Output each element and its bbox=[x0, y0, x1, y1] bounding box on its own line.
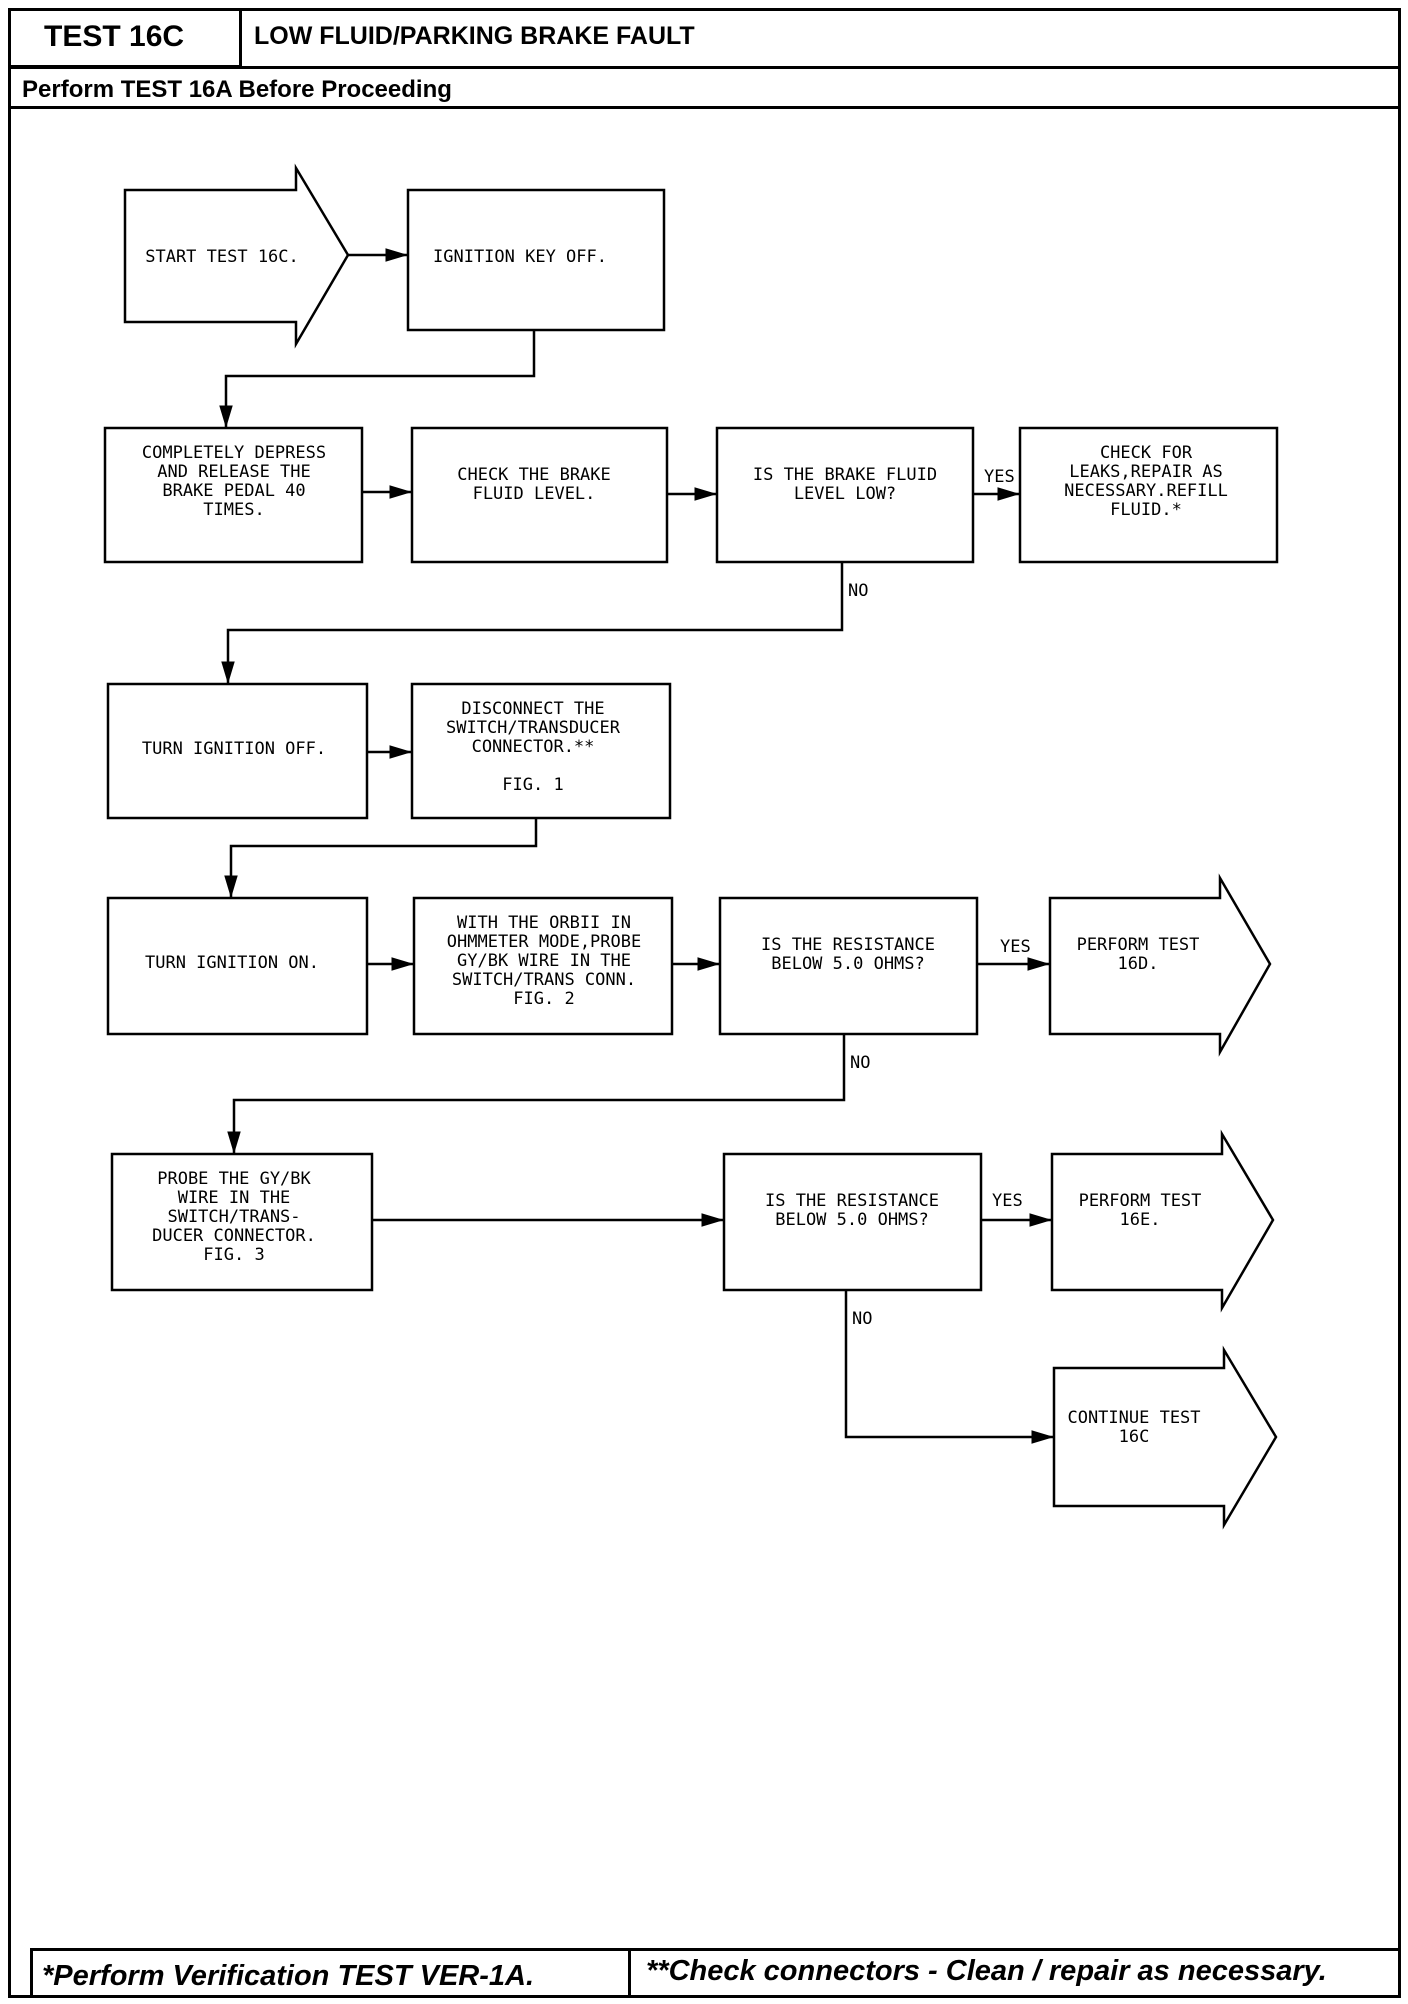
resist_q2-line-0: IS THE RESISTANCE bbox=[765, 1191, 939, 1211]
perform_16d-line-0: PERFORM TEST bbox=[1077, 935, 1200, 955]
resist_q2-line-1: BELOW 5.0 OHMS? bbox=[775, 1210, 929, 1230]
turn_ign_off-line-0: TURN IGNITION OFF. bbox=[142, 739, 326, 759]
ohmmeter-line-0: WITH THE ORBII IN bbox=[457, 913, 631, 933]
node-turn-on-label: TURN IGNITION ON. bbox=[145, 953, 319, 973]
resistance-decision-1-box bbox=[718, 896, 979, 1036]
subtitle-divider bbox=[8, 106, 1401, 109]
edge-decision1-no bbox=[227, 1034, 846, 1154]
disconnect-line-1: SWITCH/TRANSDUCER bbox=[446, 718, 621, 738]
ohmmeter-line-1: OHMMETER MODE,PROBE bbox=[447, 932, 641, 952]
fluid_low_q-line-1: LEVEL LOW? bbox=[794, 484, 896, 504]
perform-16d-arrow-shape bbox=[1048, 873, 1272, 1057]
test-id: TEST 16C bbox=[44, 20, 185, 53]
edge-decision2-no bbox=[844, 1290, 1054, 1444]
edge-label-yes-2: YES bbox=[1000, 937, 1031, 957]
ohmmeter-line-4: FIG. 2 bbox=[513, 989, 574, 1009]
probe_wire-line-2: SWITCH/TRANS- bbox=[167, 1207, 300, 1227]
ignition-key-off-box bbox=[406, 188, 666, 332]
check_leaks-line-3: FLUID.* bbox=[1110, 500, 1182, 520]
node-ignition-off-label: IGNITION KEY OFF. bbox=[433, 247, 607, 267]
continue-16c-arrow-shape bbox=[1052, 1345, 1278, 1530]
depress_pedal-line-1: AND RELEASE THE bbox=[157, 462, 311, 482]
turn_ign_on-line-0: TURN IGNITION ON. bbox=[145, 953, 319, 973]
footer-left-rule bbox=[30, 1948, 33, 1998]
resist_q1-line-0: IS THE RESISTANCE bbox=[761, 935, 935, 955]
check_leaks-line-1: LEAKS,REPAIR AS bbox=[1069, 462, 1223, 482]
page-frame bbox=[8, 8, 1401, 1998]
fluid_low_q-line-0: IS THE BRAKE FLUID bbox=[753, 465, 937, 485]
ohmmeter-probe-box bbox=[412, 896, 674, 1036]
continue_16c-line-0: CONTINUE TEST bbox=[1067, 1408, 1200, 1428]
edge-label-yes-3: YES bbox=[992, 1191, 1023, 1211]
perform_16d-line-1: 16D. bbox=[1118, 954, 1159, 974]
depress_pedal-line-2: BRAKE PEDAL 40 bbox=[162, 481, 305, 501]
edge-ignition-to-depress bbox=[219, 330, 536, 428]
node-start-label: START TEST 16C. bbox=[145, 247, 299, 267]
probe_wire-line-1: WIRE IN THE bbox=[178, 1188, 291, 1208]
footer-right-note: **Check connectors - Clean / repair as n… bbox=[646, 1955, 1327, 1987]
ignition_off_1-line-0: IGNITION KEY OFF. bbox=[433, 247, 607, 267]
edge-label-no-2: NO bbox=[850, 1053, 870, 1073]
edge-decision-no bbox=[221, 562, 844, 684]
check_fluid-line-1: FLUID LEVEL. bbox=[473, 484, 596, 504]
disconnect-line-0: DISCONNECT THE bbox=[461, 699, 604, 719]
resist_q1-line-1: BELOW 5.0 OHMS? bbox=[771, 954, 925, 974]
start-line-0: START TEST 16C. bbox=[145, 247, 299, 267]
probe_wire-line-3: DUCER CONNECTOR. bbox=[152, 1226, 316, 1246]
footer-left-note: *Perform Verification TEST VER-1A. bbox=[42, 1960, 535, 1992]
page-title: LOW FLUID/PARKING BRAKE FAULT bbox=[254, 22, 695, 50]
disconnect-line-3 bbox=[528, 756, 538, 776]
start-arrow-shape bbox=[123, 163, 350, 349]
depress_pedal-line-3: TIMES. bbox=[203, 500, 264, 520]
edge-label-yes-1: YES bbox=[984, 467, 1015, 487]
edge-disconnect-to-on bbox=[224, 818, 538, 898]
depress-pedal-box bbox=[103, 426, 364, 564]
header-divider bbox=[8, 66, 1401, 69]
check_leaks-line-2: NECESSARY.REFILL bbox=[1064, 481, 1228, 501]
perform_16e-line-1: 16E. bbox=[1120, 1210, 1161, 1230]
ohmmeter-line-2: GY/BK WIRE IN THE bbox=[457, 951, 631, 971]
turn-ignition-on-box bbox=[106, 896, 369, 1036]
footer-mid-rule bbox=[628, 1948, 631, 1998]
check_fluid-line-0: CHECK THE BRAKE bbox=[457, 465, 611, 485]
disconnect-line-2: CONNECTOR.** bbox=[472, 737, 595, 757]
footer-divider bbox=[30, 1948, 1401, 1951]
check_leaks-line-0: CHECK FOR bbox=[1100, 443, 1193, 463]
probe-wire-box bbox=[110, 1152, 374, 1292]
continue_16c-line-1: 16C bbox=[1119, 1427, 1150, 1447]
perform_16e-line-0: PERFORM TEST bbox=[1079, 1191, 1202, 1211]
perform-16e-arrow-shape bbox=[1050, 1129, 1275, 1313]
edge-label-no-1: NO bbox=[848, 581, 868, 601]
probe_wire-line-0: PROBE THE GY/BK bbox=[157, 1169, 311, 1189]
resistance-decision-2-box bbox=[722, 1152, 983, 1292]
page-subtitle: Perform TEST 16A Before Proceeding bbox=[22, 76, 452, 103]
disconnect-line-4: FIG. 1 bbox=[502, 775, 563, 795]
edge-label-no-3: NO bbox=[852, 1309, 872, 1329]
ohmmeter-line-3: SWITCH/TRANS CONN. bbox=[452, 970, 636, 990]
node-turn-off-label: TURN IGNITION OFF. bbox=[142, 739, 326, 759]
depress_pedal-line-0: COMPLETELY DEPRESS bbox=[142, 443, 326, 463]
probe_wire-line-4: FIG. 3 bbox=[203, 1245, 264, 1265]
